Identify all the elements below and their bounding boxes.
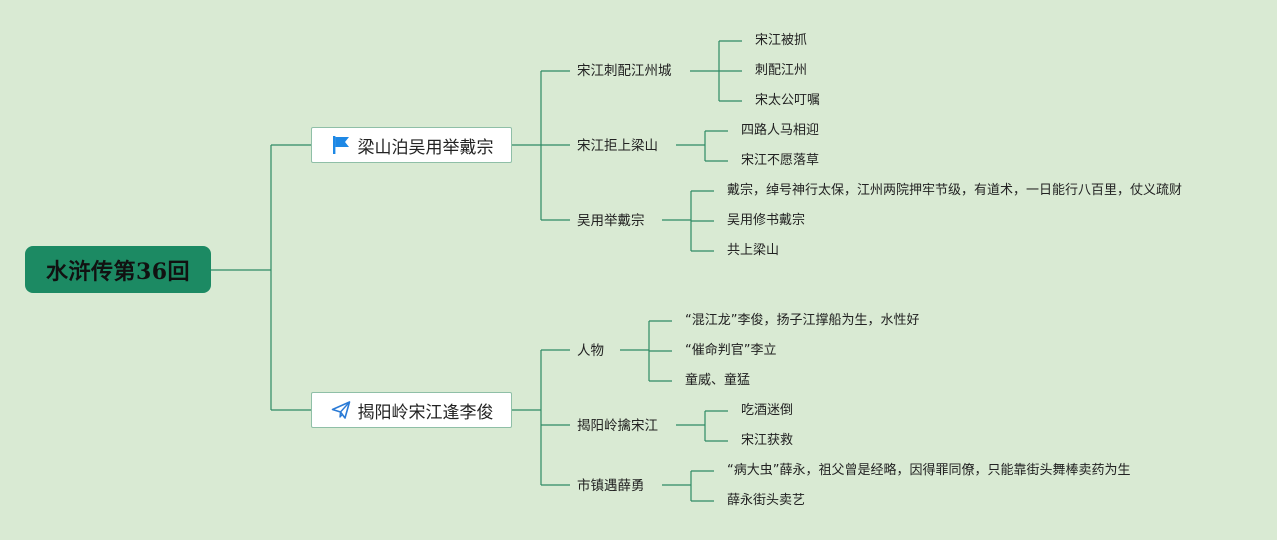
root-node[interactable]: 水浒传第36回 xyxy=(25,246,211,293)
leaf-node[interactable]: “催命判官”李立 xyxy=(685,343,777,358)
leaf-node[interactable]: 共上梁山 xyxy=(727,243,780,258)
leaf-node[interactable]: 宋江不愿落草 xyxy=(741,153,820,168)
topic-node[interactable]: 揭阳岭擒宋江 xyxy=(577,418,658,434)
paper-plane-icon xyxy=(330,399,352,421)
branch-title-1: 梁山泊吴用举戴宗 xyxy=(357,137,494,158)
root-title: 水浒传第36回 xyxy=(45,258,191,285)
leaf-node[interactable]: 吃酒迷倒 xyxy=(741,403,794,418)
leaf-node[interactable]: 童威、童猛 xyxy=(685,373,751,388)
branch-node-1[interactable]: 梁山泊吴用举戴宗 xyxy=(311,127,512,163)
topic-node[interactable]: 人物 xyxy=(577,343,604,359)
leaf-node[interactable]: “病大虫”薛永，祖父曾是经略，因得罪同僚，只能靠街头舞棒卖药为生 xyxy=(727,463,1131,478)
flag-icon xyxy=(330,134,352,156)
leaf-node[interactable]: “混江龙”李俊，扬子江撑船为生，水性好 xyxy=(685,313,920,328)
leaf-node[interactable]: 宋江获救 xyxy=(741,433,794,448)
leaf-node[interactable]: 薛永街头卖艺 xyxy=(727,493,806,508)
topic-node[interactable]: 宋江拒上梁山 xyxy=(577,138,658,154)
leaf-node[interactable]: 四路人马相迎 xyxy=(741,123,820,138)
leaf-node[interactable]: 戴宗，绰号神行太保，江州两院押牢节级，有道术，一日能行八百里，仗义疏财 xyxy=(727,183,1183,198)
leaf-node[interactable]: 吴用修书戴宗 xyxy=(727,213,806,228)
topic-node[interactable]: 吴用举戴宗 xyxy=(577,213,645,229)
leaf-node[interactable]: 宋江被抓 xyxy=(755,33,808,48)
topic-node[interactable]: 宋江刺配江州城 xyxy=(577,63,672,79)
leaf-node[interactable]: 刺配江州 xyxy=(755,63,808,78)
branch-node-2[interactable]: 揭阳岭宋江逢李俊 xyxy=(311,392,512,428)
topic-node[interactable]: 市镇遇薛勇 xyxy=(577,478,645,494)
branch-title-2: 揭阳岭宋江逢李俊 xyxy=(357,402,494,423)
leaf-node[interactable]: 宋太公叮嘱 xyxy=(755,93,821,108)
